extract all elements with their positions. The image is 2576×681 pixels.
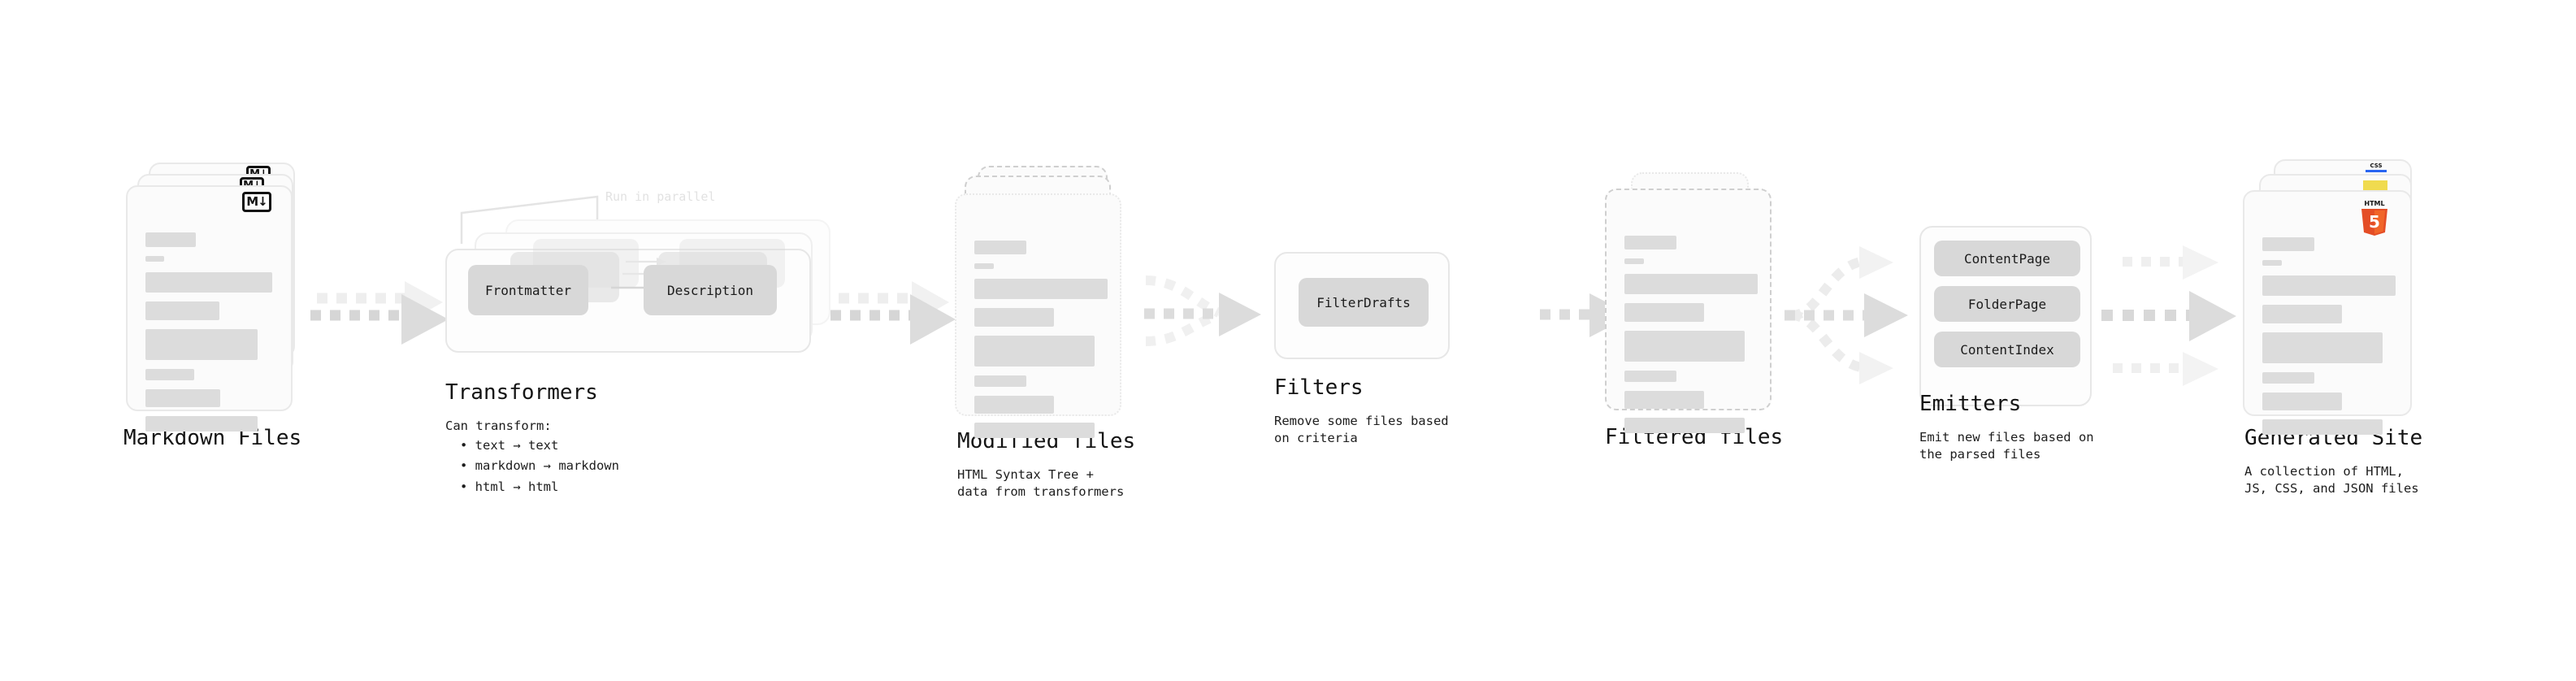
transformers-group: Frontmatter Description (445, 219, 852, 366)
emitters-caption: Emit new files based on the parsed files (1919, 430, 2094, 462)
chip-frontmatter[interactable]: Frontmatter (468, 265, 588, 315)
modified-files-stack (955, 163, 1142, 438)
emitters-group: ContentPage FolderPage ContentIndex (1919, 226, 2092, 406)
transformers-bullet-2: • html → html (460, 479, 559, 494)
css-icon-underline (2366, 170, 2387, 172)
html5-icon-glyph: HTML 5 (2361, 200, 2387, 236)
chip-description[interactable]: Description (644, 265, 777, 315)
chip-contentindex[interactable]: ContentIndex (1934, 332, 2080, 367)
transformers-bullet-0: • text → text (460, 438, 559, 453)
css-icon: CSS (2365, 163, 2387, 174)
filtered-files-stack (1605, 172, 1792, 433)
file-card-front (1605, 189, 1772, 433)
chip-contentpage[interactable]: ContentPage (1934, 241, 2080, 276)
arrow-modified-to-filters (1144, 275, 1261, 346)
file-card-front (126, 185, 293, 432)
chip-folderpage[interactable]: FolderPage (1934, 286, 2080, 322)
stage-title-filters: Filters (1274, 375, 1364, 400)
arrow-markdown-to-transformers (310, 281, 449, 345)
skeleton-bars (145, 232, 273, 440)
file-card-front (955, 193, 1121, 438)
svg-text:5: 5 (2369, 212, 2380, 232)
arrow-filtered-to-emitters (1785, 246, 1908, 384)
run-in-parallel-label: Run in parallel (605, 189, 716, 204)
skeleton-bars (2262, 237, 2396, 444)
html5-icon: HTML 5 (2358, 198, 2391, 236)
stage-title-transformers: Transformers (445, 380, 598, 405)
generated-site-caption: A collection of HTML, JS, CSS, and JSON … (2244, 464, 2419, 496)
filters-caption: Remove some files based on criteria (1274, 414, 1449, 445)
arrow-emitters-to-site (2101, 245, 2236, 386)
generated-site-stack: CSS HTML 5 (2243, 159, 2438, 435)
filters-group: FilterDrafts (1274, 252, 1450, 359)
css-icon-label: CSS (2370, 163, 2383, 169)
stage-title-emitters: Emitters (1919, 392, 2022, 416)
chip-filterdrafts[interactable]: FilterDrafts (1299, 278, 1429, 327)
skeleton-bars (974, 241, 1108, 447)
skeleton-bars (1624, 236, 1758, 442)
svg-text:HTML: HTML (2364, 200, 2384, 207)
modified-files-caption: HTML Syntax Tree + data from transformer… (957, 467, 1125, 499)
transformers-bullet-1: • markdown → markdown (460, 458, 619, 473)
markdown-icon: M↓ (242, 192, 271, 212)
markdown-files-stack: M↓ M↓ M↓ (126, 163, 305, 432)
transformers-caption: Can transform: (445, 419, 552, 433)
